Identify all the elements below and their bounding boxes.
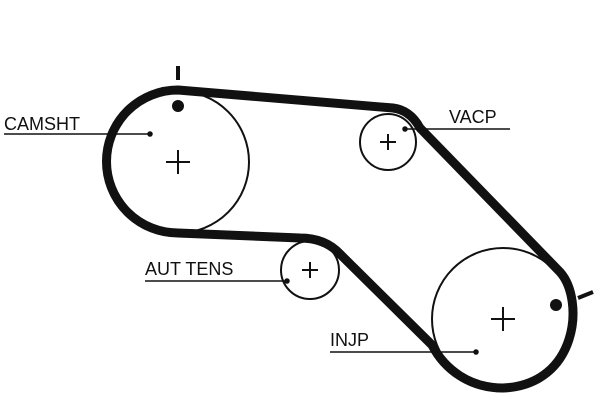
auto-tensioner-label: AUT TENS	[145, 259, 233, 279]
injection-pump-center-mark	[491, 307, 515, 331]
leader-lines	[4, 126, 510, 355]
water-pump-pulley	[359, 113, 417, 171]
timing-belt	[102, 85, 578, 393]
injection-pump-timing-mark	[550, 290, 594, 311]
tensioner-center-mark	[302, 262, 318, 278]
camshaft-center-mark	[166, 150, 190, 174]
camshaft-timing-mark	[172, 66, 184, 112]
injection-pump-label: INJP	[330, 330, 369, 350]
camshaft-label: CAMSHT	[4, 114, 80, 134]
water-pump-label: VACP	[449, 107, 497, 127]
water-pump-center-mark	[380, 134, 396, 150]
